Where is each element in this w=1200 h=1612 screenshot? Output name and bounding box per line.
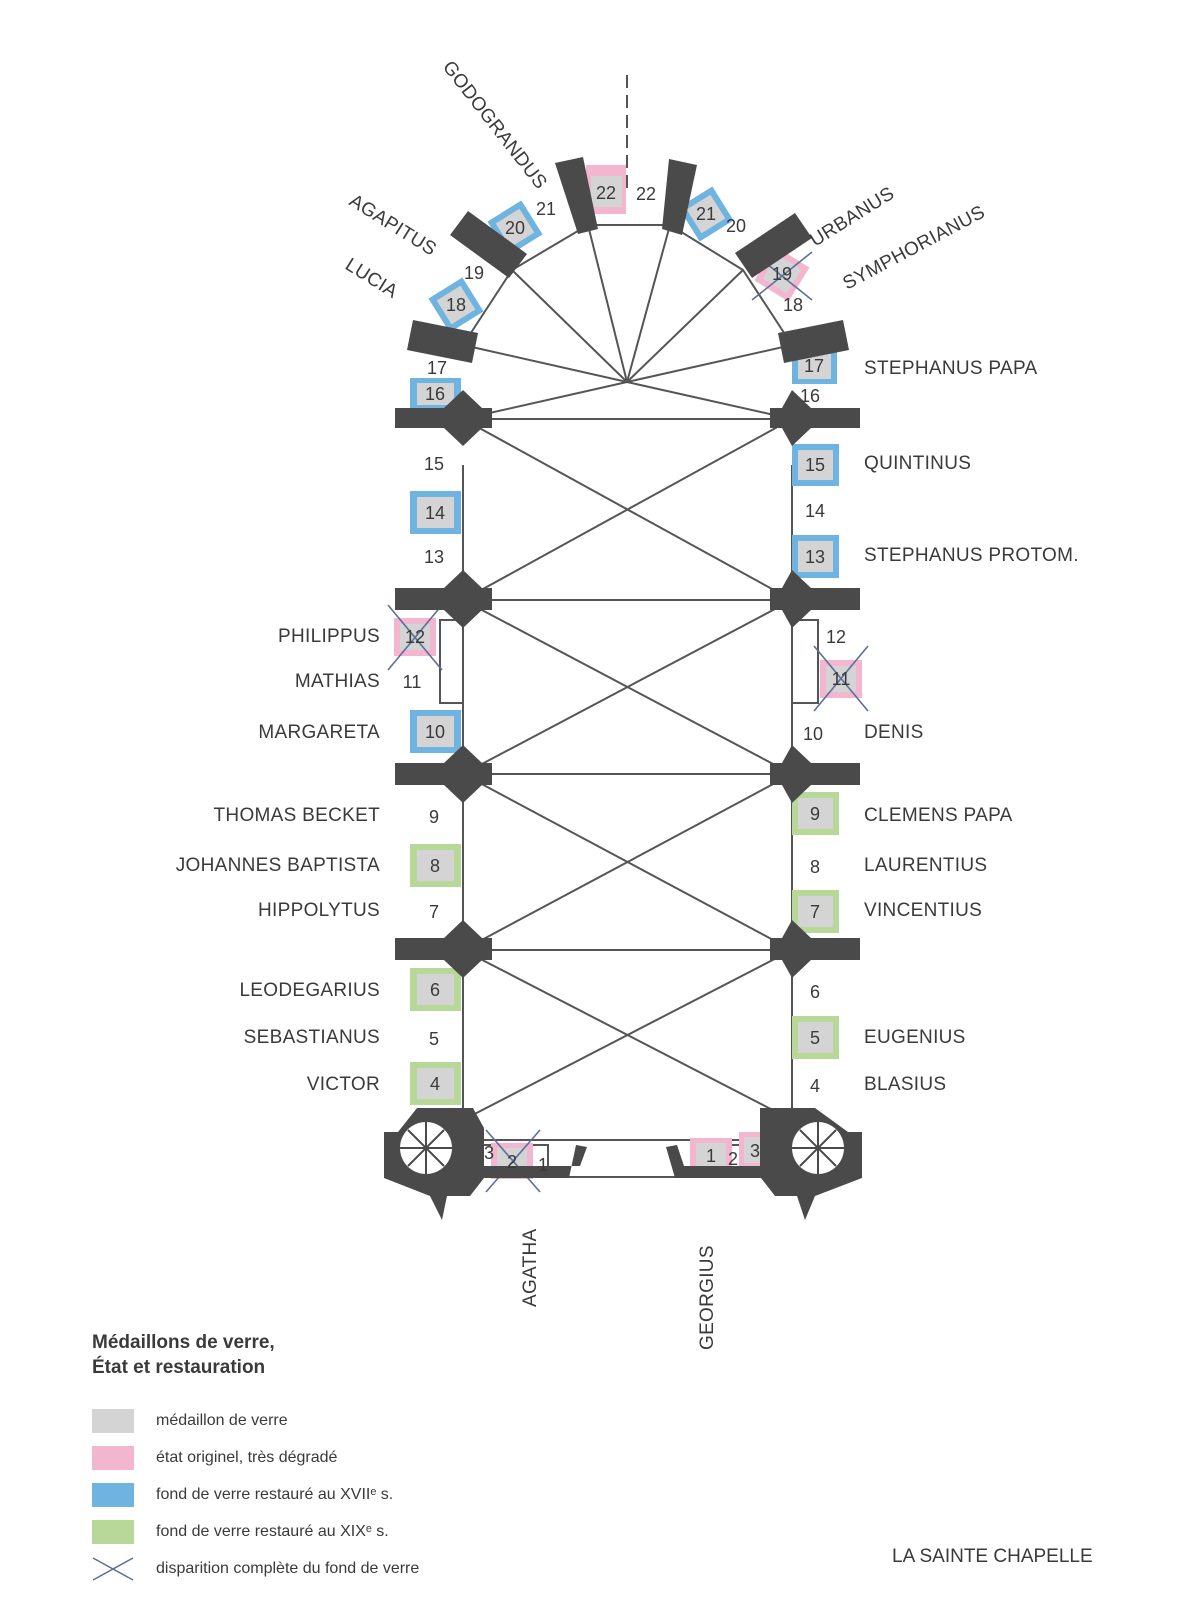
legend-title: Médaillons de verre, État et restauratio…: [92, 1330, 652, 1380]
legend-swatch-green: [92, 1519, 134, 1544]
legend-label: disparition complète du fond de verre: [156, 1559, 420, 1577]
bay-number-2: 2: [728, 1149, 738, 1169]
saint-leodegarius: LEODEGARIUS: [239, 980, 380, 1001]
medallion-number-8: 8: [430, 856, 440, 876]
medallion-number-6: 6: [430, 980, 440, 1000]
saint-georgius: GEORGIUS: [697, 1245, 718, 1350]
saint-vincentius: VINCENTIUS: [864, 900, 982, 921]
medallion-number-17: 17: [804, 356, 824, 376]
medallion-number-13: 13: [805, 547, 825, 567]
medallion-number-20: 20: [505, 218, 525, 238]
bay-number-21: 21: [536, 199, 556, 219]
saint-stephanus-papa: STEPHANUS PAPA: [864, 358, 1038, 379]
saint-eugenius: EUGENIUS: [864, 1027, 966, 1048]
medallion-22-core: [591, 176, 622, 207]
medallion-number-18: 18: [446, 295, 466, 315]
saint-johannes-baptista: JOHANNES BAPTISTA: [176, 855, 380, 876]
medallion-numbers: 22 21 20 19 18 17 16 15 14 13 12 11 10 9…: [405, 183, 850, 1172]
medallion-number-21: 21: [696, 204, 716, 224]
bay-number-13: 13: [424, 547, 444, 567]
saint-clemens-papa: CLEMENS PAPA: [864, 805, 1013, 826]
bay-number-14: 14: [805, 501, 825, 521]
legend-item: fond de verre restauré au XIXᵉ s.: [92, 1513, 652, 1550]
saint-sebastianus: SEBASTIANUS: [244, 1027, 380, 1048]
legend-swatch-blue: [92, 1482, 134, 1507]
bay-number-20: 20: [726, 216, 746, 236]
bay-number-15: 15: [424, 454, 444, 474]
medallion-number-9: 9: [810, 804, 820, 824]
saint-labels: GODOGRANDUS AGAPITUS LUCIA URBANUS SYMPH…: [176, 57, 1079, 1350]
bay-number-5: 5: [429, 1029, 439, 1049]
bay-numbers: 22 21 20 19 18 17 16 15 14 13 12 11 10 9…: [403, 184, 846, 1175]
bay-number-10: 10: [803, 724, 823, 744]
saint-mathias: MATHIAS: [295, 671, 380, 692]
nave-walls: [462, 465, 793, 1141]
legend-label: fond de verre restauré au XIXᵉ s.: [156, 1522, 389, 1540]
medallion-number-19: 19: [772, 264, 792, 284]
bay-number-4: 4: [810, 1076, 820, 1096]
medallion-number-15: 15: [805, 455, 825, 475]
bay-number-19: 19: [464, 263, 484, 283]
medallion-number-14: 14: [425, 503, 445, 523]
medallion-number-3-left: 3: [484, 1143, 494, 1163]
medallion-number-7: 7: [810, 902, 820, 922]
bay-number-7: 7: [429, 902, 439, 922]
bay-number-1: 1: [538, 1155, 548, 1175]
medallion-number-16: 16: [425, 384, 445, 404]
saint-philippus: PHILIPPUS: [278, 626, 380, 647]
saint-laurentius: LAURENTIUS: [864, 855, 987, 876]
legend-title-line1: Médaillons de verre,: [92, 1332, 275, 1353]
legend-label: médaillon de verre: [156, 1411, 288, 1429]
medallion-number-3-right: 3: [750, 1141, 760, 1161]
saint-blasius: BLASIUS: [864, 1074, 946, 1095]
cross-icon: [92, 1556, 134, 1581]
saint-agapitus: AGAPITUS: [345, 190, 440, 260]
legend-item: état originel, très dégradé: [92, 1439, 652, 1476]
stair-turrets: [400, 1122, 844, 1174]
legend-title-line2: État et restauration: [92, 1357, 266, 1378]
legend: Médaillons de verre, État et restauratio…: [92, 1330, 652, 1587]
bay-number-8: 8: [810, 857, 820, 877]
medallion-number-11: 11: [832, 669, 851, 689]
saint-urbanus: URBANUS: [807, 183, 899, 251]
legend-swatch-pink: [92, 1445, 134, 1470]
bay-number-9: 9: [429, 807, 439, 827]
legend-label: état originel, très dégradé: [156, 1448, 338, 1466]
medallion-number-1: 1: [706, 1146, 716, 1166]
saint-godograndus: GODOGRANDUS: [438, 57, 551, 193]
chapel-title: LA SAINTE CHAPELLE: [892, 1546, 1093, 1567]
saint-margareta: MARGARETA: [258, 722, 380, 743]
bay-number-17: 17: [427, 358, 447, 378]
saint-victor: VICTOR: [307, 1074, 380, 1095]
bay-number-18: 18: [783, 295, 803, 315]
saint-stephanus-protom: STEPHANUS PROTOM.: [864, 545, 1079, 566]
saint-quintinus: QUINTINUS: [864, 453, 971, 474]
bay-number-16: 16: [800, 386, 820, 406]
saint-lucia: LUCIA: [341, 254, 401, 302]
bay-number-22: 22: [636, 184, 656, 204]
saint-thomas-becket: THOMAS BECKET: [214, 805, 381, 826]
saint-hippolytus: HIPPOLYTUS: [258, 900, 380, 921]
medallion-number-10: 10: [425, 722, 445, 742]
legend-item: disparition complète du fond de verre: [92, 1550, 652, 1587]
rib-lines: [439, 75, 819, 1178]
medallion-number-22: 22: [596, 183, 616, 203]
medallion-number-5: 5: [810, 1028, 820, 1048]
bay-number-6: 6: [810, 982, 820, 1002]
legend-item: fond de verre restauré au XVIIᵉ s.: [92, 1476, 652, 1513]
bay-number-11: 11: [403, 672, 422, 692]
saint-denis: DENIS: [864, 722, 924, 743]
cross-marks: [387, 251, 869, 1193]
legend-item: médaillon de verre: [92, 1402, 652, 1439]
medallion-number-4: 4: [430, 1074, 440, 1094]
bay-number-12: 12: [826, 627, 846, 647]
legend-label: fond de verre restauré au XVIIᵉ s.: [156, 1485, 394, 1503]
medallion-number-12: 12: [405, 627, 425, 647]
medallion-number-2: 2: [507, 1152, 517, 1172]
legend-swatch-grey: [92, 1408, 134, 1433]
saint-agatha: AGATHA: [520, 1228, 541, 1307]
